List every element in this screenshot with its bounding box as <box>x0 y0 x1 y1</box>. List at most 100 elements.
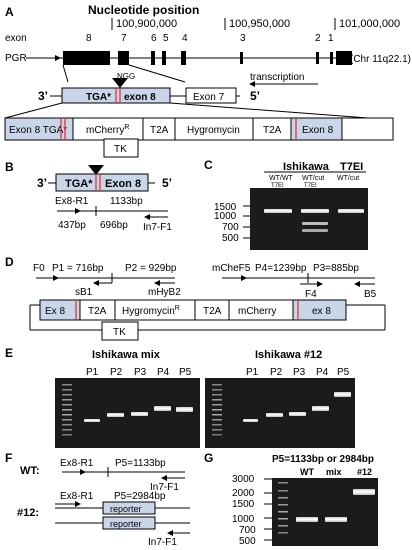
a-construct-left-label: Exon 8 TGA* <box>9 125 67 136</box>
zoom-line-left <box>62 64 69 83</box>
f-wt-primer-f: In7-F1 <box>150 482 179 493</box>
f-reporter-box-2 <box>102 516 156 530</box>
d-primer-b5: B5 <box>364 289 377 300</box>
d-primer-sb1: sB1 <box>75 287 93 298</box>
c-marker-700: 700 <box>222 222 239 233</box>
panel-f: F WT: Ex8-R1 P5=1133bp In7-F1 #12: Ex8-R… <box>5 451 190 548</box>
e-left-band-p3 <box>131 412 148 416</box>
d-tk-box <box>101 321 139 341</box>
b-primer-r-label: Ex8-R1 <box>55 196 89 207</box>
panel-d: D F0 P1 = 716bp P2 = 929bp mCheF5 P4=123… <box>5 255 386 341</box>
position-label-2: 100,950,000 <box>229 18 290 30</box>
exon-number-7: 7 <box>121 33 127 44</box>
exon-label: exon <box>5 33 27 44</box>
e-right-band-p5 <box>334 392 351 397</box>
exon-1-thin-block <box>330 52 333 64</box>
panel-c: C Ishikawa T7EI WT/WT T7EI WT/cut T7EI W… <box>204 158 368 250</box>
e-left-lane-p1: P1 <box>86 367 99 378</box>
d-ex8-left-label: Ex 8 <box>45 306 65 317</box>
c-marker-500: 500 <box>222 233 239 244</box>
panel-g: G P5=1133bp or 2984bp WT mix #12 3000 20… <box>204 451 378 547</box>
g-band-mix <box>325 517 347 522</box>
c-marker-1000: 1000 <box>214 211 237 222</box>
panel-d-letter: D <box>5 255 14 269</box>
a-expand-line-left <box>4 102 63 119</box>
c-band-lane2-cut-2 <box>302 229 328 232</box>
f-reporter-box-1 <box>102 501 156 515</box>
a-t2a-label-2: T2A <box>263 125 282 136</box>
g-title: P5=1133bp or 2984bp <box>272 454 374 465</box>
b-exon8-label: Exon 8 <box>105 178 141 190</box>
a-construct-exon8-right <box>290 117 343 141</box>
d-ex8-right-box <box>292 299 347 321</box>
e-right-lane-p3: P3 <box>293 367 306 378</box>
e-left-lane-p5: P5 <box>179 367 192 378</box>
g-lane-mix: mix <box>326 467 342 477</box>
b-three-prime: 3’ <box>37 176 47 190</box>
exon-number-8: 8 <box>86 33 92 44</box>
d-t2a-label-2: T2A <box>203 306 222 317</box>
g-marker-700: 700 <box>239 525 256 536</box>
d-p3-label: P3=885bp <box>313 263 359 274</box>
a-hygromycin-label: Hygromycin <box>187 125 240 136</box>
cut-site-triangle <box>112 78 128 88</box>
e-right-band-p2 <box>266 413 283 417</box>
c-lane-2-label-line2: T7EI <box>304 183 317 189</box>
e-right-band-p1 <box>243 419 258 422</box>
chromosome-label: (Chr 11q22.1) <box>350 54 411 65</box>
c-marker-1500: 1500 <box>214 202 237 213</box>
g-marker-1500: 1500 <box>232 499 255 510</box>
a-tk-label: TK <box>114 144 127 155</box>
d-p1-label: P1 = 716bp <box>52 263 104 274</box>
e-left-lane-p2: P2 <box>110 367 123 378</box>
e-right-band-p3 <box>289 412 306 416</box>
a-mcherry-label: mCherryR <box>86 124 129 136</box>
a-five-prime: 5’ <box>250 89 260 103</box>
e-right-lane-p4: P4 <box>316 367 329 378</box>
e-left-band-p5 <box>176 407 193 412</box>
b-cut-site-triangle <box>88 165 104 175</box>
zoom-line-right <box>128 64 186 83</box>
panel-a: A Nucleotide position 100,900,000 100,95… <box>4 3 411 158</box>
position-label-3: 101,000,000 <box>339 18 400 30</box>
panel-a-letter: A <box>5 5 14 19</box>
exon-number-4: 4 <box>182 33 188 44</box>
d-primer-mchef5: mCheF5 <box>212 263 251 274</box>
exon-1-block <box>336 51 352 65</box>
c-band-lane1 <box>264 209 292 213</box>
e-left-band-p2 <box>107 413 124 417</box>
e-left-band-p4 <box>154 406 171 411</box>
e-title-right: Ishikawa #12 <box>255 349 322 361</box>
e-right-ladder <box>212 384 222 436</box>
panel-e: E Ishikawa mix Ishikawa #12 P1 P2 P3 P4 … <box>5 346 355 448</box>
f-reporter-label-1: reporter <box>110 504 142 514</box>
b-tga-label: TGA* <box>65 178 93 190</box>
a-construct-right-label: Exon 8 <box>302 125 334 136</box>
b-right-length: 696bp <box>100 220 128 231</box>
g-marker-2000: 2000 <box>232 488 255 499</box>
f-wt-length: P5=1133bp <box>115 458 166 469</box>
exon-6-block <box>151 51 155 65</box>
f-wt-primer-r: Ex8-R1 <box>60 458 94 469</box>
exon-number-5: 5 <box>163 33 169 44</box>
d-primer-f0: F0 <box>33 263 45 274</box>
f-mut-primer-f: In7-F1 <box>148 537 177 548</box>
d-primer-f4: F4 <box>305 289 317 300</box>
b-left-length: 437bp <box>58 220 86 231</box>
d-p4-label: P4=1239bp <box>255 263 307 274</box>
exon-5-block <box>162 51 166 65</box>
c-cell-t7ei: T7EI <box>340 161 363 173</box>
a-exon7-label: Exon 7 <box>193 92 225 103</box>
b-five-prime: 5’ <box>162 176 172 190</box>
f-reporter-label-2: reporter <box>110 519 142 529</box>
panel-g-letter: G <box>204 451 213 465</box>
e-title-left: Ishikawa mix <box>92 349 161 361</box>
d-mcherry-label: mCherry <box>238 306 276 317</box>
transcription-label: transcription <box>250 72 304 83</box>
a-exon8-label: exon 8 <box>124 92 156 103</box>
exon-number-3: 3 <box>240 33 246 44</box>
panel-f-letter: F <box>5 451 12 465</box>
panel-e-letter: E <box>5 346 13 360</box>
g-marker-500: 500 <box>239 536 256 547</box>
c-gel <box>250 188 368 250</box>
